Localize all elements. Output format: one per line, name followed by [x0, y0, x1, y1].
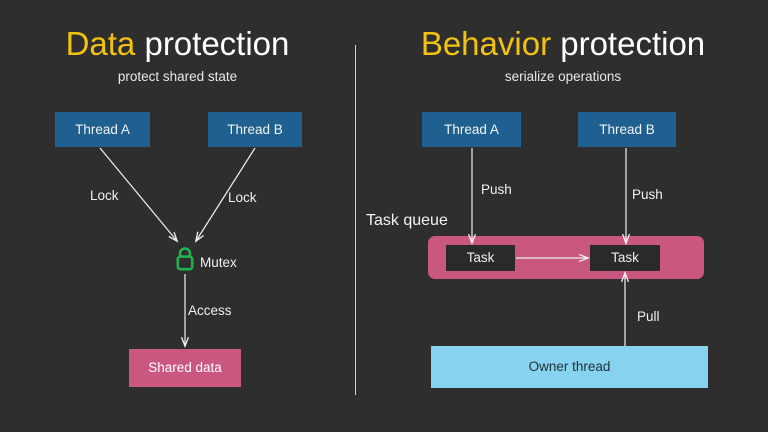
left-thread-b-box[interactable]: Thread B: [208, 112, 302, 147]
owner-thread-box[interactable]: Owner thread: [431, 346, 708, 388]
right-thread-b-box[interactable]: Thread B: [578, 112, 676, 147]
task-queue-label: Task queue: [366, 212, 448, 229]
task-box-2[interactable]: Task: [590, 245, 660, 271]
right-thread-b-label: Thread B: [599, 121, 655, 137]
left-title-rest: protection: [144, 25, 290, 62]
right-title-rest: protection: [560, 25, 706, 62]
shared-data-box[interactable]: Shared data: [129, 349, 241, 387]
left-thread-b-label: Thread B: [227, 121, 283, 137]
task-2-label: Task: [611, 250, 639, 266]
push-label-b: Push: [632, 187, 663, 202]
push-label-a: Push: [481, 182, 512, 197]
task-box-1[interactable]: Task: [446, 245, 515, 271]
right-thread-a-box[interactable]: Thread A: [422, 112, 521, 147]
access-label: Access: [188, 303, 232, 318]
padlock-closed-icon: [172, 244, 198, 272]
right-panel-subtitle: serialize operations: [504, 69, 622, 84]
lock-label-a: Lock: [90, 188, 119, 203]
lock-label-b: Lock: [228, 190, 257, 205]
left-panel-subtitle: protect shared state: [117, 69, 238, 84]
panel-divider: [355, 45, 356, 395]
shared-data-label: Shared data: [148, 360, 222, 376]
left-title-accent-word: Data: [65, 25, 136, 62]
owner-thread-label: Owner thread: [528, 359, 611, 375]
task-1-label: Task: [466, 250, 495, 266]
right-panel-title: Behavior protection: [358, 24, 768, 64]
left-thread-a-box[interactable]: Thread A: [55, 112, 150, 147]
left-thread-a-label: Thread A: [75, 121, 130, 137]
right-thread-a-label: Thread A: [444, 121, 499, 137]
mutex-label: Mutex: [200, 255, 237, 270]
left-panel-title: Data protection: [0, 24, 355, 64]
pull-label: Pull: [637, 309, 660, 324]
right-title-accent-word: Behavior: [420, 25, 552, 62]
